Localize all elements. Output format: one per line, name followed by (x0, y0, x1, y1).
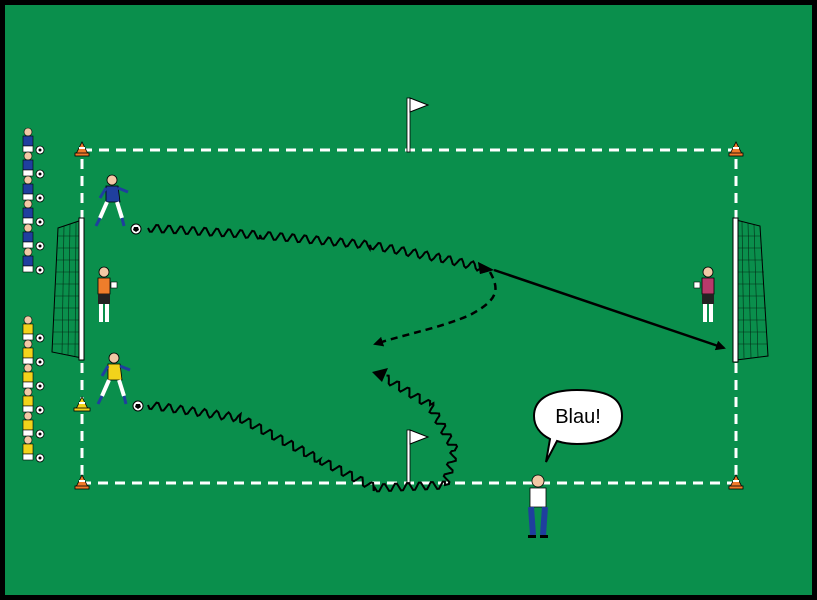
right-goalkeeper-player-icon (693, 266, 715, 322)
cone-icon (728, 141, 744, 157)
speech-bubble-text: Blau! (555, 406, 601, 428)
queued-player-icon (22, 411, 45, 439)
soccer-ball-icon (35, 169, 45, 179)
cone-icon (74, 141, 90, 157)
blue-attacker-player-icon (94, 174, 129, 227)
queued-player-icon (22, 363, 45, 391)
soccer-ball-icon (130, 223, 142, 235)
blue-team-queue (22, 127, 45, 275)
soccer-ball-icon (35, 193, 45, 203)
soccer-ball-icon (132, 400, 144, 412)
queued-player-icon (22, 387, 45, 415)
queued-player-icon (22, 339, 45, 367)
top-flag-icon (406, 97, 430, 153)
soccer-ball-icon (35, 429, 45, 439)
yellow-attacker-player-icon (96, 352, 131, 405)
queued-player-icon (22, 435, 45, 463)
queued-player-icon (22, 247, 45, 275)
yellow-cone-icon (73, 396, 91, 412)
soccer-ball-icon (35, 145, 45, 155)
left-goal-net-icon (51, 217, 85, 361)
arrowhead-icon (478, 262, 494, 274)
queued-player-icon (22, 199, 45, 227)
soccer-ball-icon (35, 405, 45, 415)
soccer-ball-icon (35, 333, 45, 343)
speech-bubble: Blau! (532, 388, 624, 463)
soccer-ball-icon (35, 241, 45, 251)
queued-player-icon (22, 151, 45, 179)
coach-player-icon (528, 474, 548, 538)
queued-player-icon (22, 223, 45, 251)
yellow-team-queue (22, 315, 45, 463)
yellow-dribble-path (147, 374, 459, 493)
soccer-ball-icon (35, 357, 45, 367)
shot-arrow (493, 268, 726, 351)
cone-icon (728, 474, 744, 490)
soccer-ball-icon (35, 265, 45, 275)
soccer-ball-icon (35, 453, 45, 463)
dashed-run-arrow (373, 271, 497, 347)
blue-dribble-path (147, 223, 481, 272)
soccer-ball-icon (35, 217, 45, 227)
cone-icon (74, 474, 90, 490)
queued-player-icon (22, 127, 45, 155)
soccer-ball-icon (35, 381, 45, 391)
queued-player-icon (22, 315, 45, 343)
right-goal-net-icon (732, 217, 769, 363)
left-goalkeeper-player-icon (97, 266, 118, 322)
arrowhead-icon (372, 368, 388, 382)
